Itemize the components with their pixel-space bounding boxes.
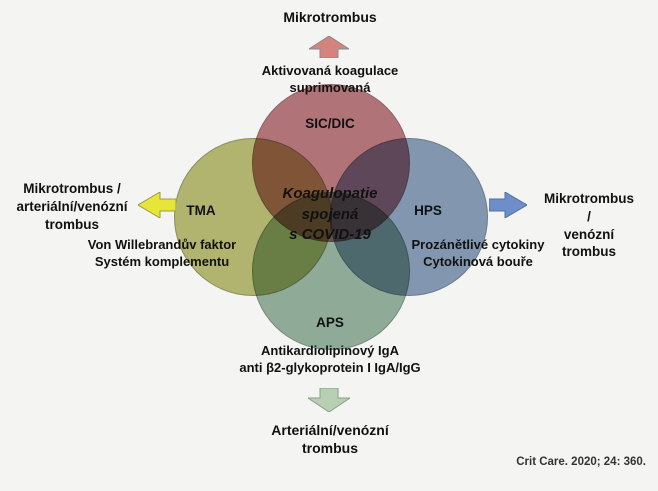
arrow-down-icon bbox=[308, 388, 350, 412]
circle-aps bbox=[252, 192, 410, 350]
citation-text: Crit Care. 2020; 24: 360. bbox=[516, 456, 646, 468]
note-aps: Antikardiolipinový IgA anti β2-glykoprot… bbox=[239, 343, 421, 376]
label-hps: HPS bbox=[414, 203, 442, 218]
label-tma: TMA bbox=[186, 203, 216, 218]
arrow-left-icon bbox=[138, 192, 176, 218]
label-sic-dic: SIC/DIC bbox=[305, 116, 355, 131]
outcome-top-label: Mikrotrombus bbox=[283, 9, 377, 25]
outcome-bottom-label: Arteriální/venózní trombus bbox=[271, 422, 389, 457]
label-aps: APS bbox=[316, 315, 344, 330]
outcome-left-label: Mikrotrombus / arteriální/venózní trombu… bbox=[16, 181, 128, 232]
outcome-right-label: Mikrotrombus / venózní trombus bbox=[543, 191, 635, 260]
center-title: Koagulopatie spojená s COVID-19 bbox=[282, 185, 378, 244]
arrow-right-icon bbox=[489, 192, 527, 218]
note-sic-dic: Aktivovaná koagulace suprimovaná bbox=[261, 63, 399, 96]
arrow-up-icon bbox=[309, 36, 349, 58]
note-tma: Von Willebrandův faktor Systém komplemen… bbox=[87, 237, 237, 270]
note-hps: Prozánětlivé cytokiny Cytokinová bouře bbox=[411, 237, 545, 270]
